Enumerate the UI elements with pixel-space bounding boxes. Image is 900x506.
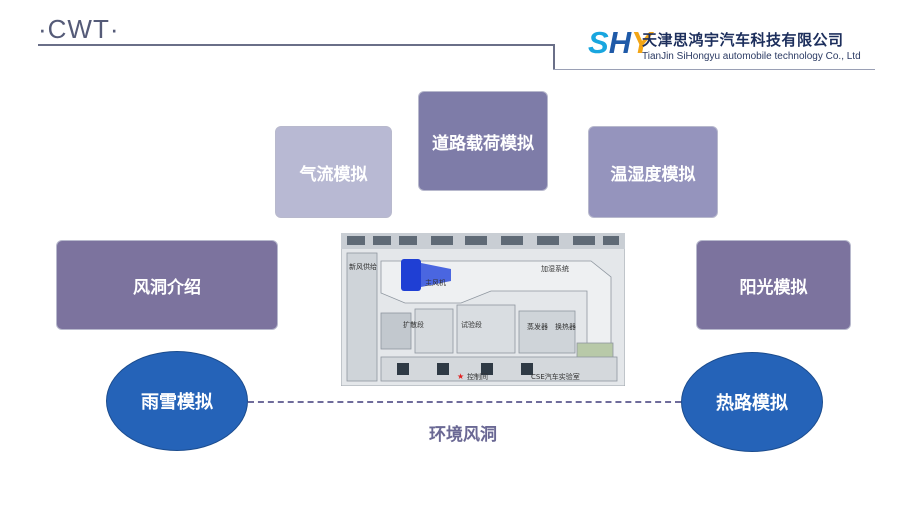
diagram-label-control-room: 控制间 <box>467 372 488 381</box>
road-load-simulation-box[interactable]: 道路载荷模拟 <box>418 91 548 191</box>
logo-letter-s: S <box>588 25 609 60</box>
logo-letter-h: H <box>608 25 632 60</box>
hot-road-simulation-ellipse[interactable]: 热路模拟 <box>681 352 823 452</box>
diagram-label-humidify: 加湿系统 <box>541 264 569 273</box>
control-room-marker: ★ <box>457 372 464 381</box>
logo-letter-y: Y <box>631 25 652 60</box>
wind-tunnel-intro-box[interactable]: 风洞介绍 <box>56 240 278 330</box>
diagram-label-heat-exchanger: 换热器 <box>555 322 576 331</box>
sunlight-simulation-box[interactable]: 阳光模拟 <box>696 240 851 330</box>
airflow-simulation-box[interactable]: 气流模拟 <box>275 126 392 218</box>
page-title: ·CWT· <box>38 14 120 44</box>
title-divider-step <box>553 44 555 69</box>
diagram-label-evaporator: 蒸发器 <box>527 322 548 331</box>
diagram-watermark: CSE汽车实验室 <box>531 372 580 381</box>
diagram-label-main-fan: 主风机 <box>425 278 446 287</box>
diagram-label-fan-supply: 新风供给 <box>349 262 377 271</box>
title-divider <box>38 44 553 46</box>
company-name-en: TianJin SiHongyu automobile technology C… <box>642 51 861 62</box>
company-name-cn: 天津思鸿宇汽车科技有限公司 <box>642 31 844 49</box>
company-logo: S H Y <box>588 27 652 59</box>
title-divider-lower <box>553 69 875 70</box>
connector-dashed-line <box>248 401 681 403</box>
environment-wind-tunnel-label: 环境风洞 <box>429 425 497 445</box>
diagram-label-diffuser: 扩散段 <box>403 320 424 329</box>
main-fan-shape <box>401 259 421 291</box>
wind-tunnel-diagram: 新风供给 主风机 加湿系统 扩散段 试验段 蒸发器 换热器 ★ 控制间 CSE汽… <box>341 233 625 386</box>
temp-humidity-simulation-box[interactable]: 温湿度模拟 <box>588 126 718 218</box>
diagram-label-test-section: 试验段 <box>461 320 482 329</box>
rain-snow-simulation-ellipse[interactable]: 雨雪模拟 <box>106 351 248 451</box>
